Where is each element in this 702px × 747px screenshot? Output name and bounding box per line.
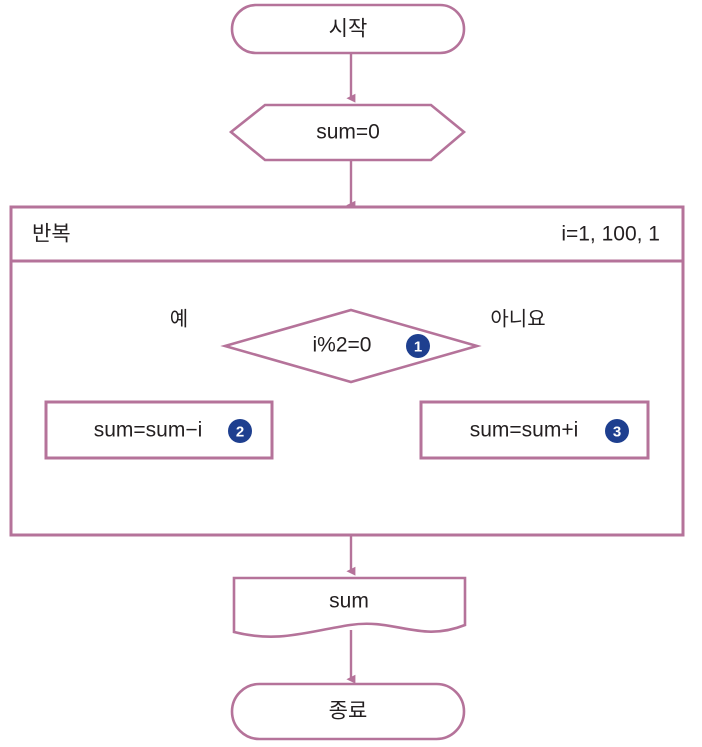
badge-1-circle: [406, 334, 430, 358]
init-shape: [228, 103, 467, 162]
node-end[interactable]: 종료: [230, 682, 466, 741]
end-shape: [230, 682, 466, 741]
process-left-label: sum=sum−i: [94, 419, 203, 442]
output-shape: [232, 576, 467, 638]
badge-3-number: 3: [613, 424, 621, 441]
badge-3: 3: [605, 419, 629, 443]
badge-1: 1: [406, 334, 430, 358]
decision-label: i%2=0: [313, 334, 372, 357]
badge-1-number: 1: [414, 339, 422, 356]
badge-2: 2: [228, 419, 252, 443]
node-start[interactable]: 시작: [230, 3, 466, 55]
process-right-label: sum=sum+i: [470, 419, 579, 442]
loop-params: i=1, 100, 1: [561, 223, 660, 246]
node-process-right[interactable]: sum=sum+i 3: [419, 400, 650, 460]
end-label: 종료: [329, 700, 368, 723]
start-shape: [230, 3, 466, 55]
badge-2-number: 2: [236, 424, 244, 441]
branch-label-no: 아니요: [490, 307, 545, 330]
badge-3-circle: [605, 419, 629, 443]
init-label: sum=0: [316, 121, 380, 144]
output-label: sum: [329, 590, 369, 613]
start-label: 시작: [329, 18, 368, 41]
node-process-left[interactable]: sum=sum−i 2: [44, 400, 274, 460]
badge-2-circle: [228, 419, 252, 443]
node-decision[interactable]: i%2=0 1: [220, 308, 482, 384]
loop-label: 반복: [32, 223, 71, 246]
branch-label-yes: 예: [170, 307, 188, 330]
node-init[interactable]: sum=0: [228, 103, 467, 162]
decision-shape: [220, 308, 482, 384]
node-output[interactable]: sum: [232, 576, 467, 638]
